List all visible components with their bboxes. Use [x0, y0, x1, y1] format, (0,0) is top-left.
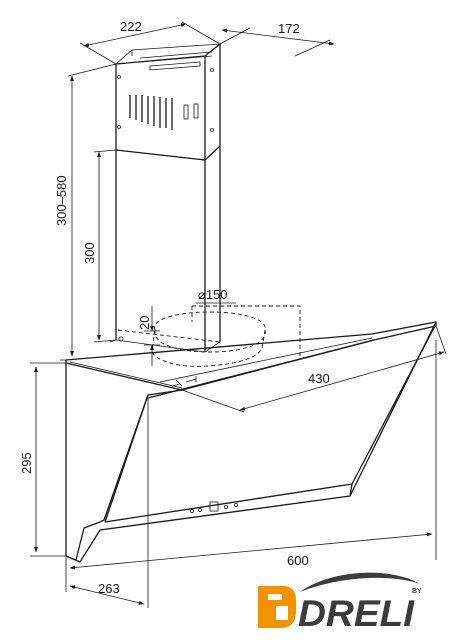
dimension-hood-height: 295	[19, 362, 66, 557]
dim-label-430: 430	[308, 371, 330, 386]
dimension-chimney-depth: 172	[219, 21, 335, 57]
dim-label-600: 600	[287, 553, 309, 568]
dimension-base-depth: 263	[65, 398, 149, 608]
dim-label-20: 20	[137, 316, 152, 330]
logo-drill-icon	[258, 586, 296, 628]
dimension-hood-depth: 430	[181, 325, 447, 413]
dimension-hood-width: 600	[65, 340, 437, 574]
dim-label-222: 222	[120, 19, 142, 34]
chimney-lower-section	[109, 145, 221, 353]
control-buttons	[189, 501, 238, 513]
logo-wordmark: DRELI	[298, 593, 415, 634]
dim-label-diameter-150: ⌀150	[198, 287, 228, 302]
dim-label-300: 300	[82, 242, 97, 264]
logo-by: BY	[412, 588, 422, 595]
vent-slots	[129, 95, 173, 130]
dreli-logo: DRELI BY	[258, 572, 422, 634]
dimension-duct-offset: 20	[137, 306, 160, 366]
logo-swoosh	[300, 572, 420, 592]
dimension-duct-diameter: ⌀150	[196, 287, 236, 304]
dim-label-263: 263	[98, 581, 120, 596]
dim-label-172: 172	[278, 21, 300, 36]
dimension-chimney-height-range: 300–580	[54, 63, 117, 361]
dimension-chimney-lower-height: 300	[82, 149, 117, 343]
hood-top-plate	[65, 321, 437, 391]
chimney-upper-section	[115, 43, 221, 161]
dim-label-300-580: 300–580	[54, 175, 69, 226]
hood-glass-panel	[65, 321, 437, 563]
dim-label-295: 295	[19, 452, 34, 474]
hidden-duct-outline	[117, 305, 301, 367]
dimension-chimney-width: 222	[79, 19, 221, 65]
